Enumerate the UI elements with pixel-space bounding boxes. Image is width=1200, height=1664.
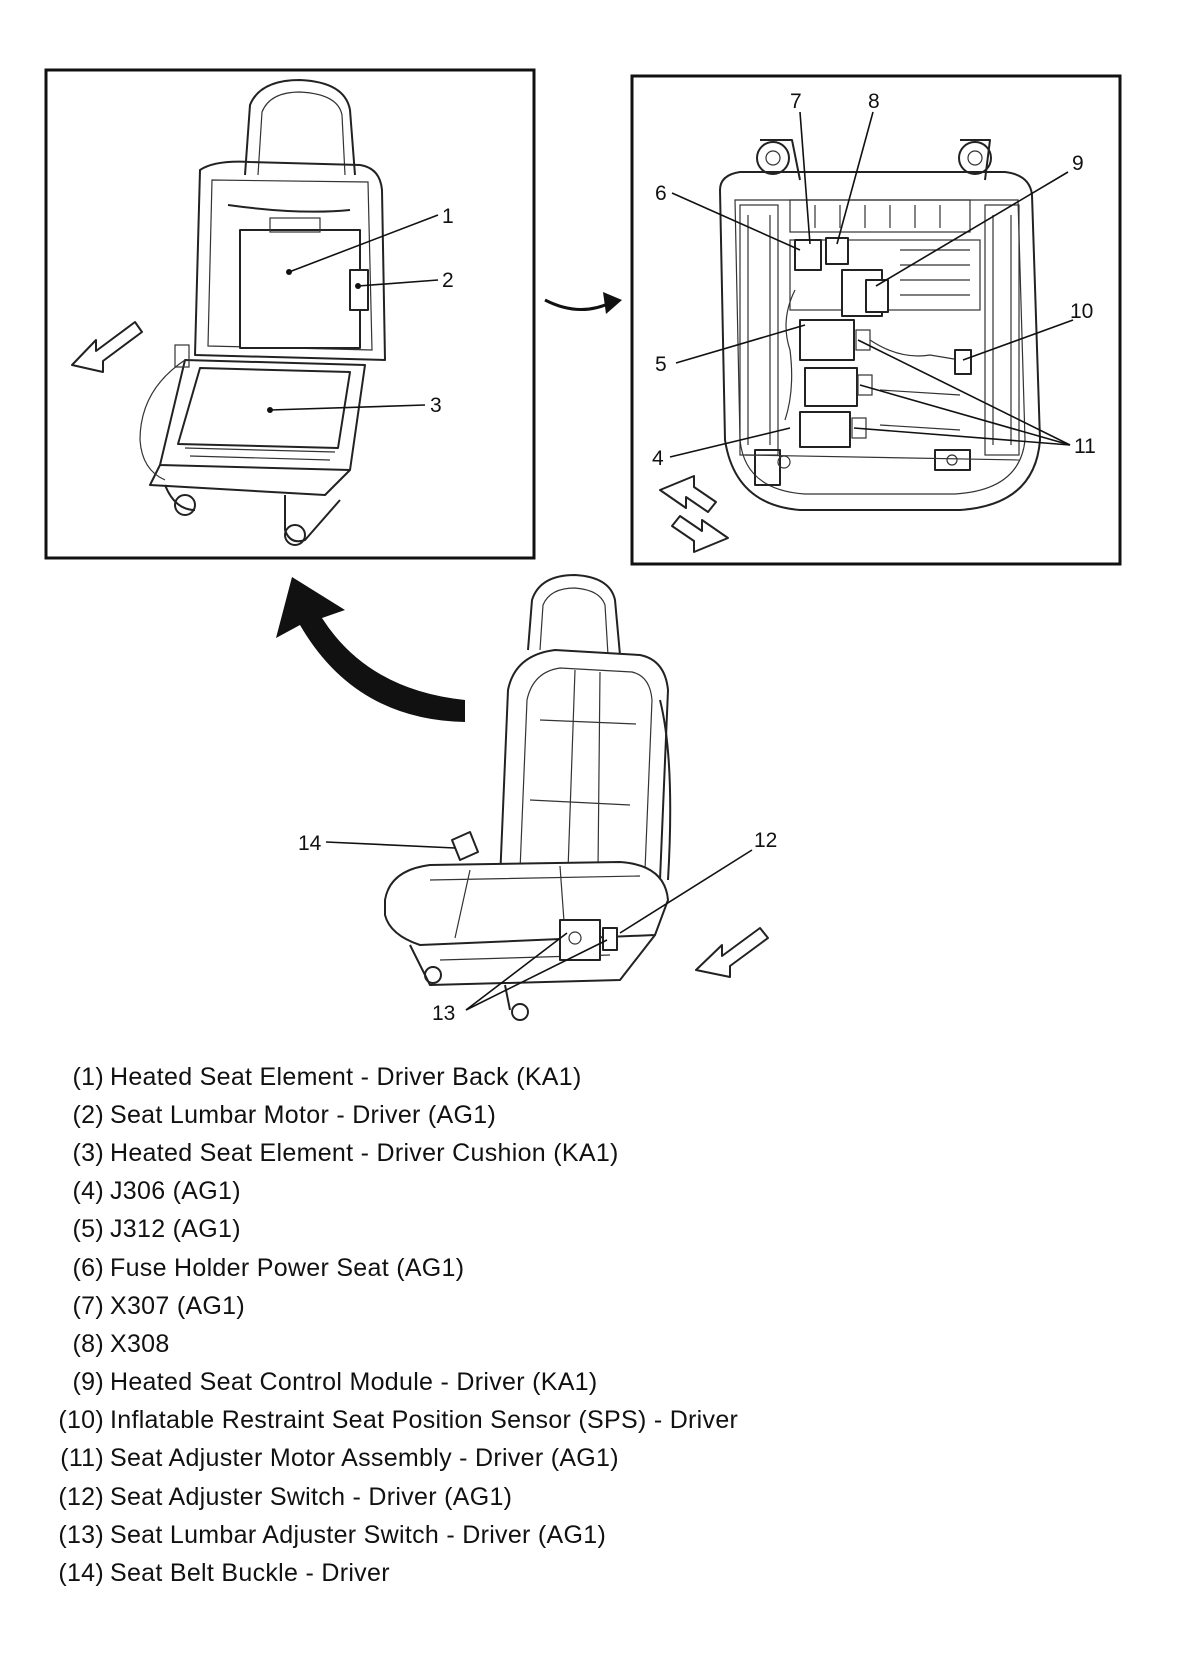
legend-item: (1)Heated Seat Element - Driver Back (KA…	[44, 1058, 944, 1096]
legend-text: Seat Belt Buckle - Driver	[110, 1559, 390, 1588]
callout-2: 2	[442, 269, 454, 292]
legend-item: (4)J306 (AG1)	[44, 1173, 944, 1211]
legend-item: (10)Inflatable Restraint Seat Position S…	[44, 1402, 944, 1440]
legend-item: (13)Seat Lumbar Adjuster Switch - Driver…	[44, 1516, 944, 1554]
callout-9: 9	[1072, 152, 1084, 175]
callout-6: 6	[655, 182, 667, 205]
legend-number: (8)	[72, 1329, 104, 1358]
legend-item: (3)Heated Seat Element - Driver Cushion …	[44, 1134, 944, 1172]
callout-11: 11	[1074, 435, 1096, 458]
complete-seat-view: 14 12 13	[298, 574, 777, 1025]
legend-number: (2)	[72, 1100, 104, 1129]
callout-12: 12	[754, 829, 777, 852]
legend-number: (6)	[72, 1253, 104, 1282]
legend-number: (12)	[58, 1482, 104, 1511]
legend-text: Seat Lumbar Motor - Driver (AG1)	[110, 1100, 497, 1129]
legend-text: Heated Seat Control Module - Driver (KA1…	[110, 1368, 598, 1397]
callout-10: 10	[1070, 300, 1093, 323]
legend-text: Seat Lumbar Adjuster Switch - Driver (AG…	[110, 1520, 607, 1549]
legend-item: (8)X308	[44, 1325, 944, 1363]
legend-item: (9)Heated Seat Control Module - Driver (…	[44, 1364, 944, 1402]
callout-5: 5	[655, 353, 667, 376]
legend-item: (7)X307 (AG1)	[44, 1287, 944, 1325]
callout-7: 7	[790, 90, 802, 113]
legend-text: Heated Seat Element - Driver Back (KA1)	[110, 1062, 582, 1091]
legend-text: J306 (AG1)	[110, 1177, 241, 1206]
legend-number: (13)	[58, 1520, 104, 1549]
seat-underside-panel: 6 7 8 9 5 4 10 11	[630, 74, 1122, 566]
legend-text: Fuse Holder Power Seat (AG1)	[110, 1253, 465, 1282]
legend-text: Heated Seat Element - Driver Cushion (KA…	[110, 1138, 619, 1167]
legend-text: Inflatable Restraint Seat Position Senso…	[110, 1406, 739, 1435]
legend-number: (4)	[72, 1177, 104, 1206]
legend-item: (5)J312 (AG1)	[44, 1211, 944, 1249]
legend-number: (3)	[72, 1138, 104, 1167]
legend-number: (1)	[72, 1062, 104, 1091]
legend-number: (7)	[72, 1291, 104, 1320]
legend-text: Seat Adjuster Switch - Driver (AG1)	[110, 1482, 513, 1511]
legend-text: Seat Adjuster Motor Assembly - Driver (A…	[110, 1444, 619, 1473]
callout-14: 14	[298, 832, 322, 855]
callout-3: 3	[430, 394, 442, 417]
legend-number: (14)	[58, 1559, 104, 1588]
legend-text: X308	[110, 1329, 170, 1358]
legend-item: (2)Seat Lumbar Motor - Driver (AG1)	[44, 1096, 944, 1134]
legend-text: X307 (AG1)	[110, 1291, 246, 1320]
callout-1: 1	[442, 205, 454, 228]
legend-item: (6)Fuse Holder Power Seat (AG1)	[44, 1249, 944, 1287]
legend-number: (10)	[58, 1406, 104, 1435]
callout-8: 8	[868, 90, 880, 113]
legend-number: (11)	[60, 1444, 104, 1473]
seat-frame-panel: 1 2 3	[44, 68, 536, 560]
legend-item: (11)Seat Adjuster Motor Assembly - Drive…	[44, 1440, 944, 1478]
parts-legend: (1)Heated Seat Element - Driver Back (KA…	[44, 1058, 944, 1593]
legend-number: (9)	[72, 1368, 104, 1397]
legend-text: J312 (AG1)	[110, 1215, 241, 1244]
legend-number: (5)	[72, 1215, 104, 1244]
callout-4: 4	[652, 447, 664, 470]
seat-component-diagram: 1 2 3	[44, 68, 1122, 1025]
callout-13: 13	[432, 1002, 455, 1025]
legend-item: (12)Seat Adjuster Switch - Driver (AG1)	[44, 1478, 944, 1516]
legend-item: (14)Seat Belt Buckle - Driver	[44, 1554, 944, 1592]
